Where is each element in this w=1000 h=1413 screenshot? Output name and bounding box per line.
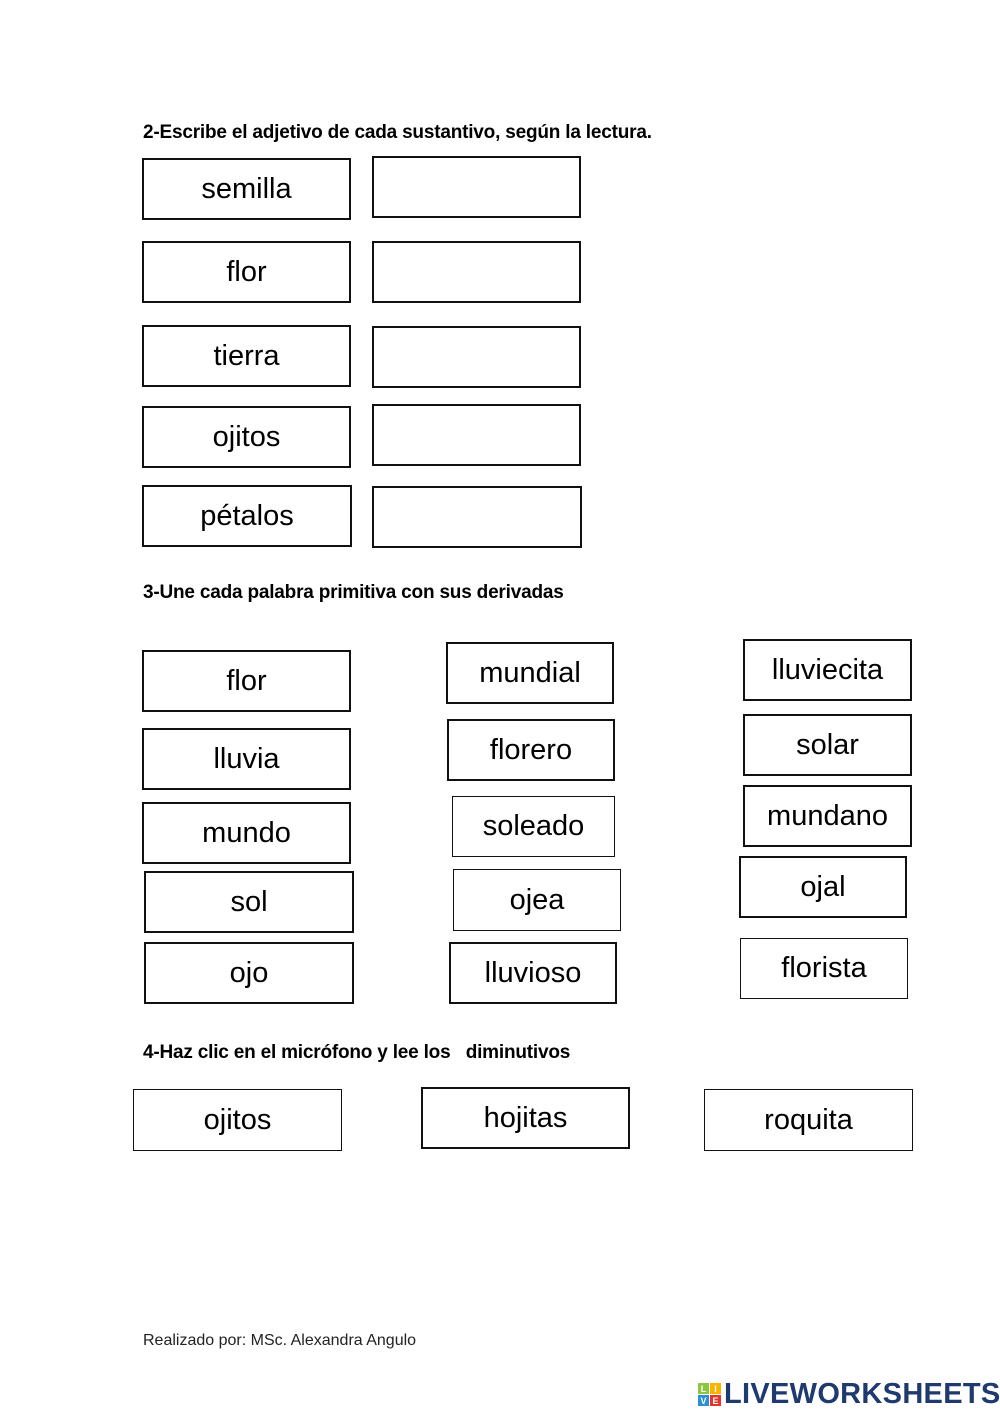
primitive-word[interactable]: ojo <box>144 942 354 1004</box>
noun-box: semilla <box>142 158 351 220</box>
adjective-answer-input[interactable] <box>372 326 581 388</box>
liveworksheets-logo[interactable]: L I V E LIVEWORKSHEETS <box>698 1378 1000 1411</box>
derived-word[interactable]: lluviecita <box>743 639 912 701</box>
logo-letter: V <box>698 1395 709 1406</box>
derived-word[interactable]: solar <box>743 714 912 776</box>
noun-box: pétalos <box>142 485 352 547</box>
primitive-word[interactable]: sol <box>144 871 354 933</box>
logo-letter: E <box>710 1395 721 1406</box>
section-2-heading: 2-Escribe el adjetivo de cada sustantivo… <box>143 122 652 143</box>
derived-word[interactable]: ojea <box>453 869 621 931</box>
diminutive-word[interactable]: roquita <box>704 1089 913 1151</box>
logo-live-icon: L I V E <box>698 1383 721 1406</box>
noun-box: tierra <box>142 325 351 387</box>
logo-letter: I <box>710 1383 721 1394</box>
derived-word[interactable]: soleado <box>452 796 615 857</box>
noun-box: flor <box>142 241 351 303</box>
logo-text: LIVEWORKSHEETS <box>724 1378 1000 1410</box>
adjective-answer-input[interactable] <box>372 404 581 466</box>
diminutive-word[interactable]: hojitas <box>421 1087 630 1149</box>
section-3-heading: 3-Une cada palabra primitiva con sus der… <box>143 582 564 603</box>
primitive-word[interactable]: mundo <box>142 802 351 864</box>
derived-word[interactable]: lluvioso <box>449 942 617 1004</box>
primitive-word[interactable]: lluvia <box>142 728 351 790</box>
adjective-answer-input[interactable] <box>372 486 582 548</box>
derived-word[interactable]: ojal <box>739 856 907 918</box>
adjective-answer-input[interactable] <box>372 241 581 303</box>
derived-word[interactable]: florista <box>740 938 908 999</box>
derived-word[interactable]: mundial <box>446 642 614 704</box>
primitive-word[interactable]: flor <box>142 650 351 712</box>
logo-letter: L <box>698 1383 709 1394</box>
noun-box: ojitos <box>142 406 351 468</box>
derived-word[interactable]: mundano <box>743 785 912 847</box>
section-4-heading: 4-Haz clic en el micrófono y lee los dim… <box>143 1042 571 1063</box>
author-credit: Realizado por: MSc. Alexandra Angulo <box>143 1332 417 1349</box>
derived-word[interactable]: florero <box>447 719 615 781</box>
adjective-answer-input[interactable] <box>372 156 581 218</box>
diminutive-word[interactable]: ojitos <box>133 1089 342 1151</box>
